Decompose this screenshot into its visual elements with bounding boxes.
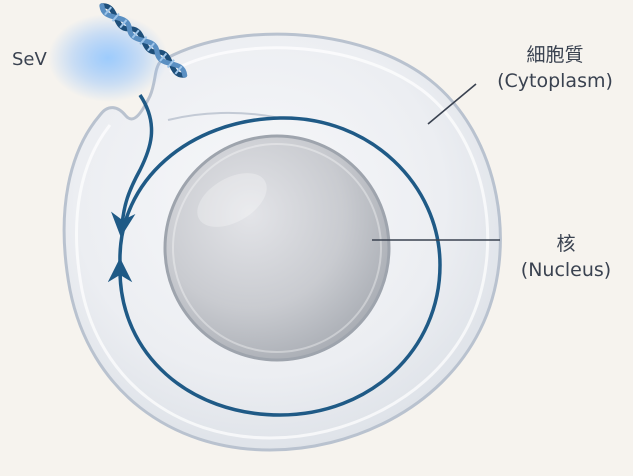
virus-label-text: SeV [12,47,47,73]
nucleus-label-english: (Nucleus) [504,257,628,283]
nucleus [165,136,389,360]
nucleus-label: 核 (Nucleus) [504,231,628,283]
virus-glow [48,14,168,102]
cytoplasm-label-english: (Cytoplasm) [480,68,630,94]
nucleus-label-native: 核 [504,231,628,257]
cytoplasm-label: 細胞質 (Cytoplasm) [480,42,630,94]
virus-label: SeV [12,47,47,73]
cytoplasm-label-native: 細胞質 [480,42,630,68]
